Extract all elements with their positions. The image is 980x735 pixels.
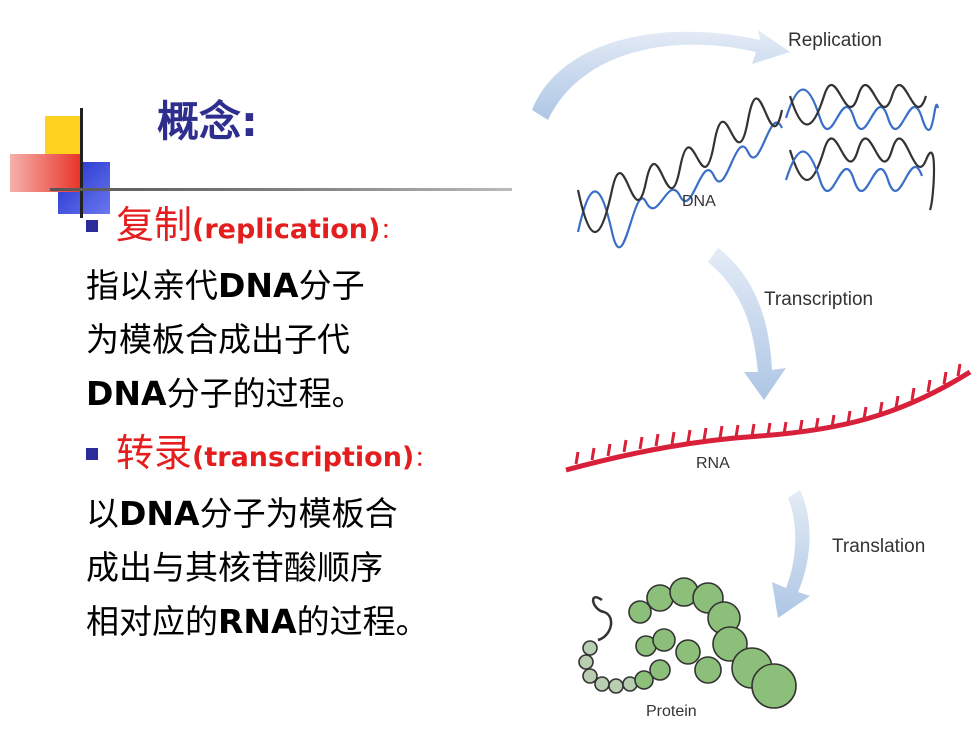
transcription-colon: ：	[414, 447, 437, 472]
rna-strand-icon	[565, 363, 972, 473]
replication-line-1: 指以亲代DNA分子	[86, 259, 402, 313]
text-run: 相对应的	[86, 602, 218, 641]
replication-term: (replication)	[192, 214, 381, 245]
protein-chain-icon	[578, 577, 797, 709]
translation-arrow-icon	[772, 490, 810, 618]
bullet-square-icon	[86, 219, 98, 232]
text-run: 分子	[298, 266, 365, 305]
replication-heading: 复制	[116, 203, 193, 247]
replication-arrow-icon	[532, 30, 790, 120]
page-title: 概念:	[157, 97, 258, 146]
label-translation: Translation	[832, 536, 925, 557]
transcription-term: (transcription)	[192, 442, 415, 473]
concept-replication: 复制(replication)： 指以亲代DNA分子 为模板合成出子代 DNA分…	[86, 198, 402, 421]
label-protein: Protein	[646, 703, 697, 720]
text-run: 分子的过程。	[166, 374, 365, 413]
replication-line-3: DNA分子的过程。	[86, 367, 402, 421]
text-run: 成出与其核苷酸顺序	[86, 548, 383, 587]
text-run-bold: DNA	[86, 374, 167, 413]
title-underline	[50, 188, 512, 191]
replication-line-2: 为模板合成出子代	[86, 313, 402, 367]
transcription-line-3: 相对应的RNA的过程。	[86, 595, 436, 649]
replication-colon: ：	[380, 219, 403, 244]
text-run-bold: DNA	[119, 494, 200, 533]
label-rna: RNA	[696, 455, 730, 472]
text-run-bold: DNA	[218, 266, 299, 305]
transcription-heading: 转录	[116, 431, 193, 475]
concept-transcription: 转录(transcription)： 以DNA分子为模板合 成出与其核苷酸顺序 …	[86, 426, 436, 649]
bullet-replication: 复制(replication)：	[86, 198, 402, 259]
bullet-square-icon	[86, 447, 98, 460]
text-run: 为模板合成出子代	[86, 320, 350, 359]
dna-helix-icon	[576, 84, 940, 249]
text-run: 指以亲代	[86, 266, 218, 305]
decor-vertical-line	[80, 108, 83, 218]
text-run: 以	[86, 494, 119, 533]
transcription-line-1: 以DNA分子为模板合	[86, 487, 436, 541]
decor-red-square	[10, 154, 80, 192]
bullet-transcription: 转录(transcription)：	[86, 426, 436, 487]
text-run-bold: RNA	[218, 602, 297, 641]
transcription-arrow-icon	[708, 248, 786, 400]
label-replication: Replication	[788, 30, 882, 51]
text-run: 分子为模板合	[199, 494, 398, 533]
text-run: 的过程。	[296, 602, 429, 641]
label-dna: DNA	[682, 193, 716, 210]
transcription-line-2: 成出与其核苷酸顺序	[86, 541, 436, 595]
label-transcription: Transcription	[764, 289, 873, 310]
